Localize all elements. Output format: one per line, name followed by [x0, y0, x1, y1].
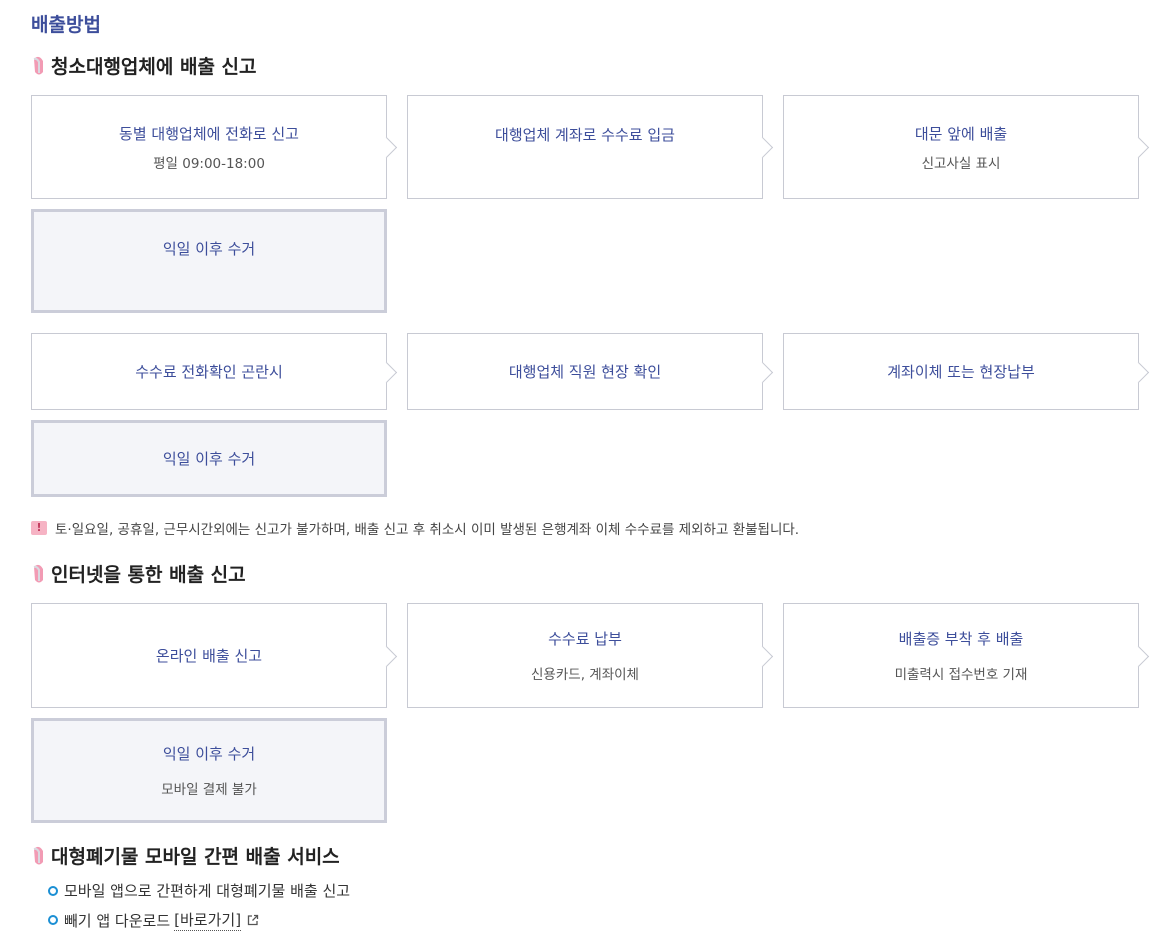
flow-step: 대문 앞에 배출 신고사실 표시	[783, 95, 1150, 199]
step-sub: 평일 09:00-18:00	[153, 155, 265, 172]
pin-icon	[33, 846, 43, 864]
app-download-link[interactable]: [바로가기]	[174, 911, 242, 931]
step-label: 대문 앞에 배출	[914, 124, 1008, 143]
page-title: 배출방법	[31, 14, 101, 36]
section-heading-mobile: 대형폐기물 모바일 간편 배출 서비스	[31, 842, 340, 869]
step-sub: 모바일 결제 불가	[161, 782, 257, 798]
arrow-right-icon	[751, 645, 774, 667]
step-label: 배출증 부착 후 배출	[898, 630, 1024, 648]
pin-icon	[33, 56, 43, 74]
flow-step: 수수료 납부 신용카드, 계좌이체	[407, 603, 774, 708]
flow-step-final: 익일 이후 수거	[31, 420, 387, 497]
step-label: 대행업체 계좌로 수수료 입금	[495, 126, 675, 144]
step-sub: 신용카드, 계좌이체	[531, 667, 639, 683]
circle-bullet-icon	[48, 885, 58, 896]
step-label: 수수료 납부	[548, 630, 622, 648]
arrow-right-icon	[375, 361, 398, 383]
step-label: 익일 이후 수거	[162, 450, 256, 468]
flow-step: 계좌이체 또는 현장납부	[783, 333, 1150, 410]
section-heading-label: 대형폐기물 모바일 간편 배출 서비스	[51, 846, 340, 868]
arrow-right-icon	[1127, 361, 1150, 383]
step-sub: 신고사실 표시	[921, 155, 1001, 172]
circle-bullet-icon	[48, 915, 58, 925]
flow-step: 대행업체 직원 현장 확인	[407, 333, 774, 410]
step-label: 익일 이후 수거	[162, 240, 256, 258]
step-label: 동별 대행업체에 전화로 신고	[119, 124, 299, 143]
flow-step: 수수료 전화확인 곤란시	[31, 333, 398, 410]
flow-step: 온라인 배출 신고	[31, 603, 398, 708]
step-label: 온라인 배출 신고	[155, 647, 263, 665]
flow-step-final: 익일 이후 수거 모바일 결제 불가	[31, 718, 387, 823]
section-heading-label: 인터넷을 통한 배출 신고	[51, 564, 246, 586]
warning-icon: !	[31, 521, 47, 535]
list-item: 모바일 앱으로 간편하게 대형폐기물 배출 신고	[48, 880, 350, 901]
pin-icon	[33, 564, 43, 582]
arrow-right-icon	[751, 361, 774, 383]
section-heading-label: 청소대행업체에 배출 신고	[51, 56, 257, 78]
flow-step-final: 익일 이후 수거	[31, 209, 387, 313]
arrow-right-icon	[1127, 645, 1150, 667]
section-heading-internet: 인터넷을 통한 배출 신고	[31, 560, 246, 587]
section-heading-agency: 청소대행업체에 배출 신고	[31, 52, 257, 79]
external-link-icon[interactable]	[247, 914, 259, 926]
arrow-right-icon	[375, 645, 398, 667]
step-label: 익일 이후 수거	[162, 745, 256, 763]
arrow-right-icon	[751, 136, 774, 159]
list-item: 빼기 앱 다운로드 [바로가기]	[48, 909, 259, 931]
list-item-text: 빼기 앱 다운로드	[64, 911, 171, 930]
step-label: 수수료 전화확인 곤란시	[135, 363, 283, 381]
step-sub: 미출력시 접수번호 기재	[894, 667, 1028, 683]
arrow-right-icon	[1127, 136, 1150, 159]
flow-step: 배출증 부착 후 배출 미출력시 접수번호 기재	[783, 603, 1150, 708]
arrow-right-icon	[375, 136, 398, 159]
step-label: 대행업체 직원 현장 확인	[508, 363, 662, 381]
notice-text: 토·일요일, 공휴일, 근무시간외에는 신고가 불가하며, 배출 신고 후 취소…	[55, 522, 800, 538]
list-item-text: 모바일 앱으로 간편하게 대형폐기물 배출 신고	[64, 882, 351, 900]
flow-step: 동별 대행업체에 전화로 신고 평일 09:00-18:00	[31, 95, 398, 199]
flow-step: 대행업체 계좌로 수수료 입금	[407, 95, 774, 199]
notice: ! 토·일요일, 공휴일, 근무시간외에는 신고가 불가하며, 배출 신고 후 …	[31, 518, 799, 538]
step-label: 계좌이체 또는 현장납부	[887, 363, 1035, 381]
